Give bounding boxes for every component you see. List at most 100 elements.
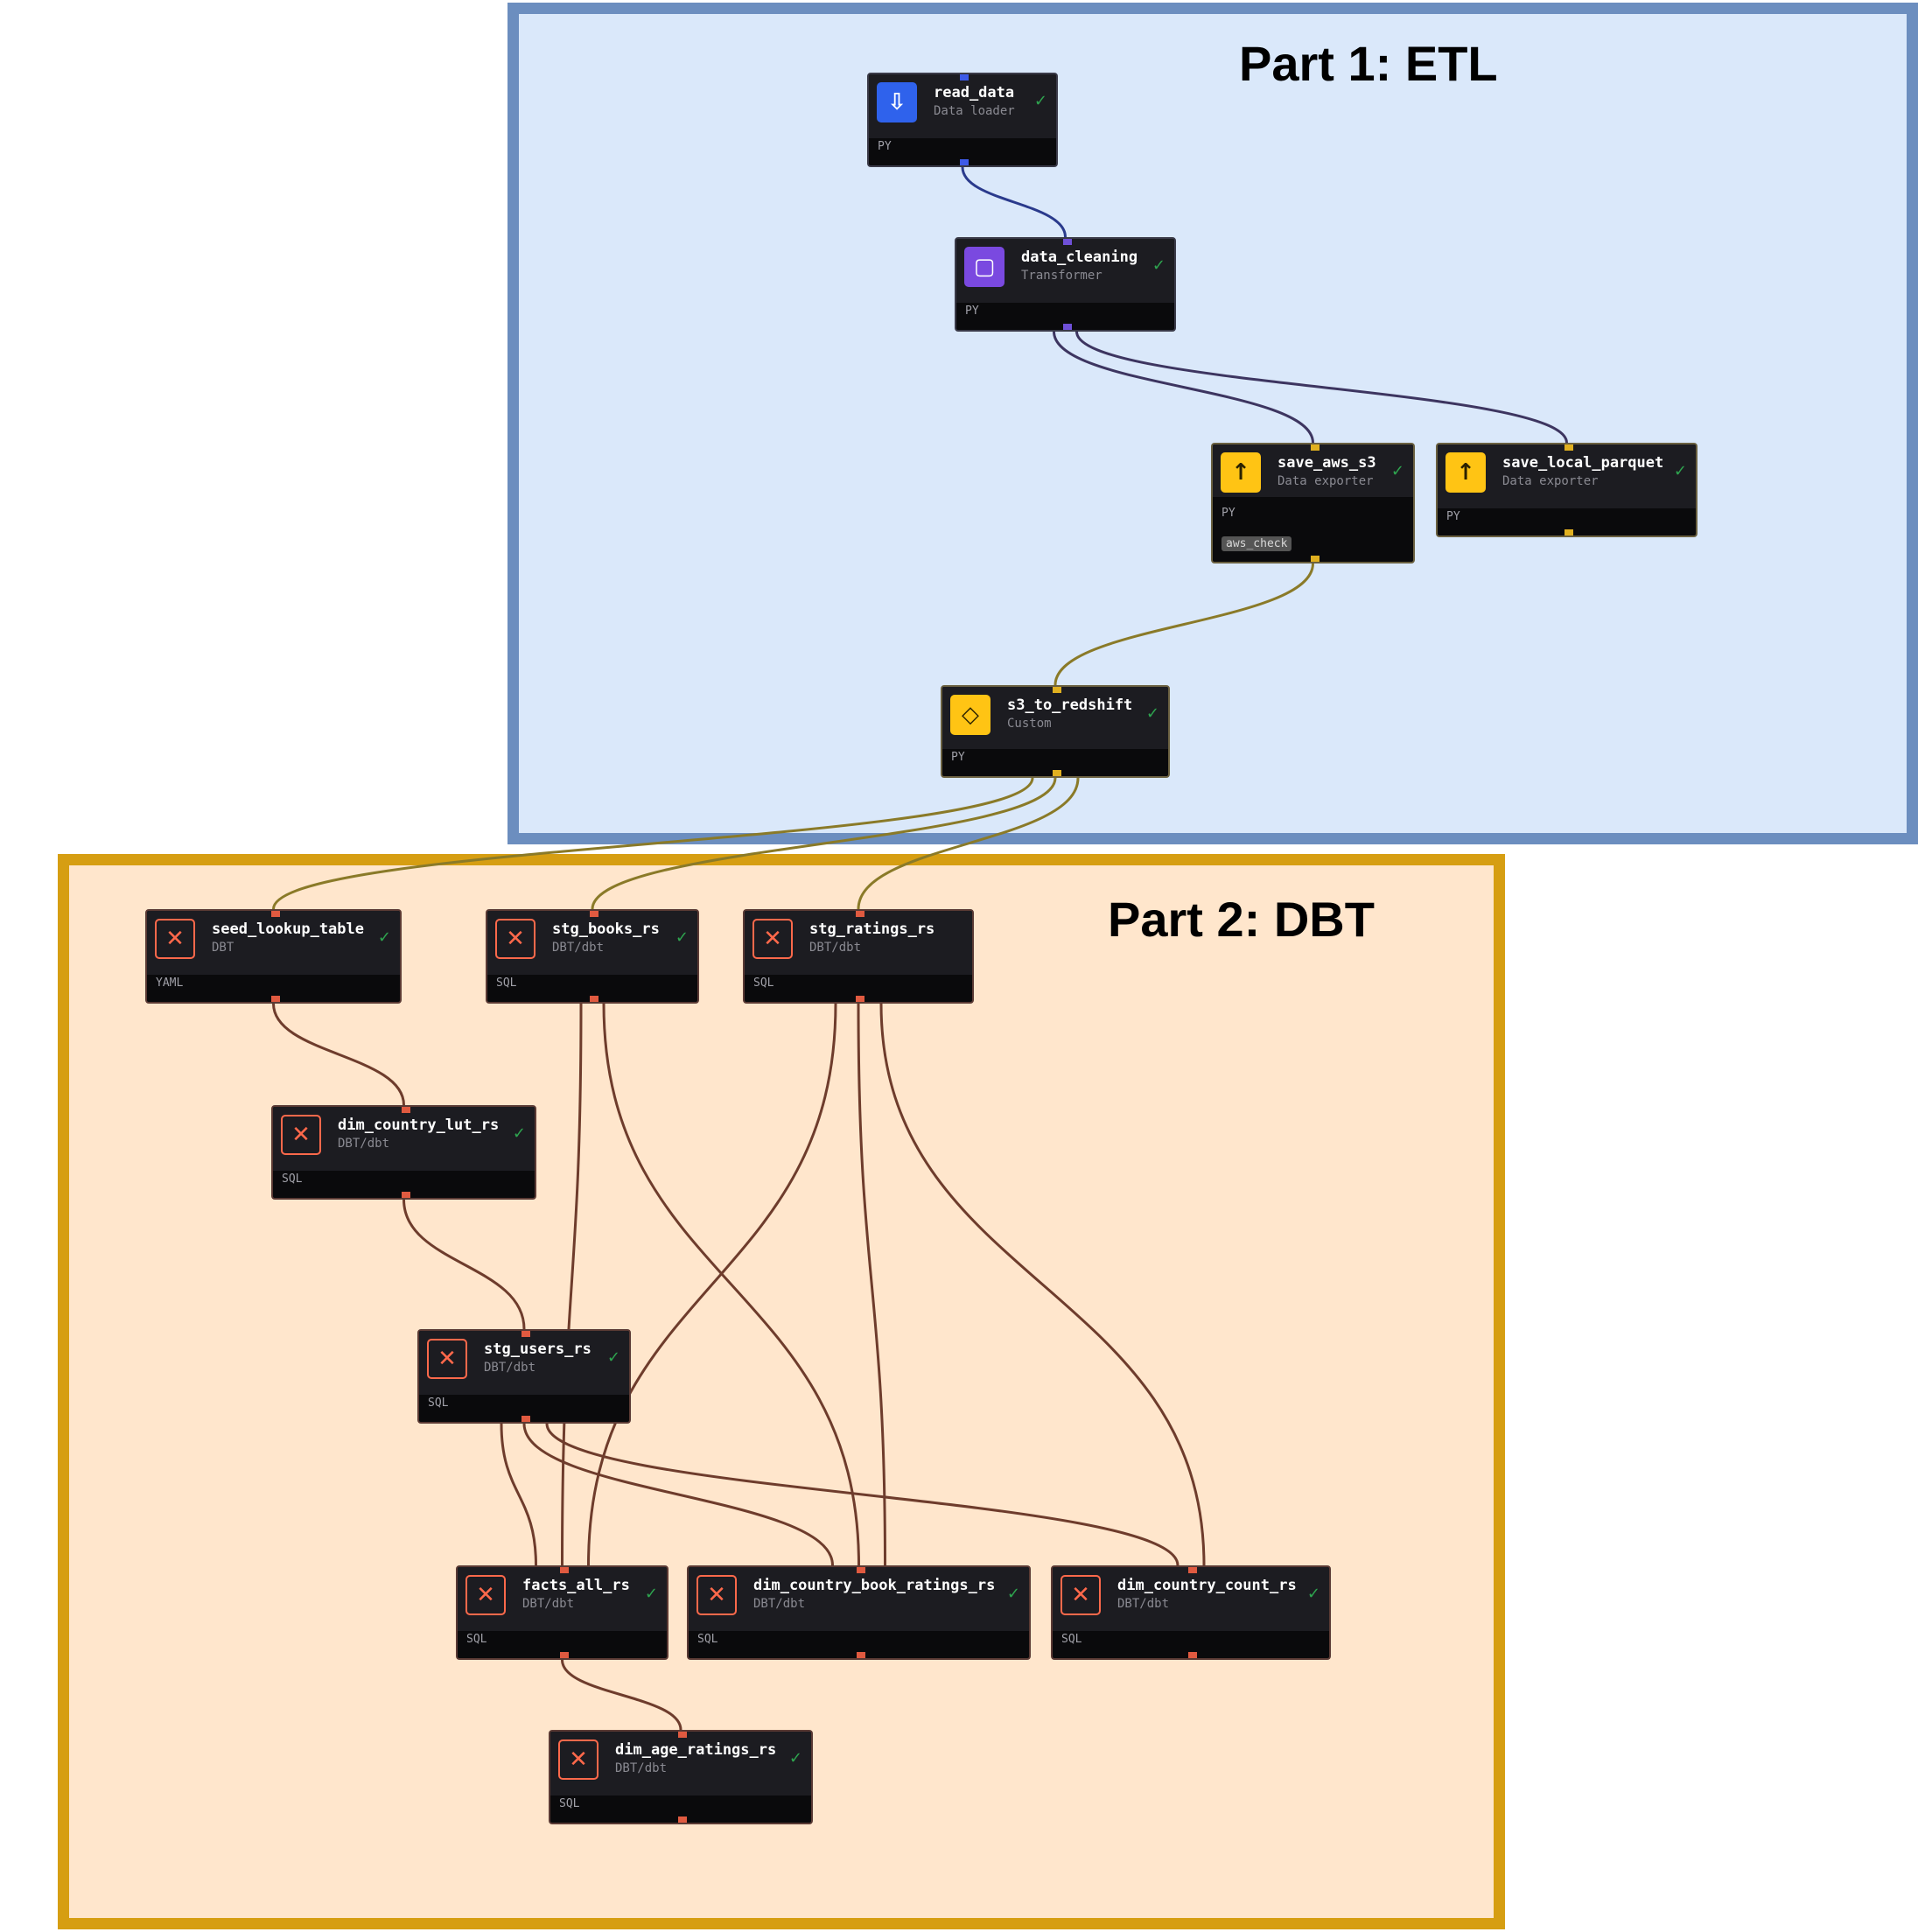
- input-port[interactable]: [1564, 444, 1573, 451]
- block-language: YAML: [156, 976, 184, 990]
- block-language: SQL: [496, 976, 517, 990]
- block-type: DBT/dbt: [1117, 1597, 1170, 1611]
- block-name: stg_users_rs: [484, 1340, 592, 1358]
- block-name: s3_to_redshift: [1007, 696, 1133, 714]
- block-language: PY: [951, 751, 965, 764]
- block-type: DBT: [212, 941, 234, 955]
- block-name: dim_country_book_ratings_rs: [753, 1577, 996, 1594]
- block-save-local-parquet[interactable]: ↑ save_local_parquet Data exporter ✓ PY: [1436, 443, 1698, 537]
- edge-data-cleaning-to-save-local-parquet: [1075, 331, 1568, 444]
- status-check-icon: ✓: [1306, 1585, 1320, 1603]
- status-check-icon: ✓: [1673, 462, 1687, 480]
- block-type: Custom: [1007, 717, 1052, 731]
- block-read-data[interactable]: ⇩ read_data Data loader ✓ PY: [867, 73, 1058, 167]
- output-port[interactable]: [1564, 529, 1573, 536]
- input-port[interactable]: [678, 1732, 687, 1738]
- edge-data-cleaning-to-save-aws-s3: [1053, 331, 1314, 444]
- block-stg-books-rs[interactable]: ✕ stg_books_rs DBT/dbt ✓ SQL: [486, 909, 699, 1004]
- input-port[interactable]: [856, 1567, 865, 1573]
- input-port[interactable]: [559, 1567, 569, 1573]
- block-stg-ratings-rs[interactable]: ✕ stg_ratings_rs DBT/dbt SQL: [743, 909, 974, 1004]
- block-type: Transformer: [1021, 269, 1102, 283]
- block-type: DBT/dbt: [809, 941, 862, 955]
- dbt-icon: ✕: [466, 1575, 506, 1615]
- output-port[interactable]: [960, 159, 969, 165]
- output-port[interactable]: [1062, 324, 1072, 330]
- block-type: DBT/dbt: [552, 941, 605, 955]
- status-check-icon: ✓: [1145, 704, 1159, 723]
- input-port[interactable]: [1310, 444, 1320, 451]
- status-check-icon: ✓: [512, 1124, 526, 1143]
- status-check-icon: ✓: [788, 1749, 802, 1768]
- block-type: Data loader: [934, 104, 1015, 118]
- block-type: DBT/dbt: [753, 1597, 806, 1611]
- block-name: facts_all_rs: [522, 1577, 630, 1594]
- edge-save-aws-s3-to-s3-to-redshift: [1054, 563, 1314, 686]
- block-language: PY: [1222, 507, 1236, 520]
- block-name: save_local_parquet: [1502, 454, 1664, 472]
- block-dim-age-ratings-rs[interactable]: ✕ dim_age_ratings_rs DBT/dbt ✓ SQL: [549, 1730, 813, 1824]
- block-header: [689, 1567, 1029, 1631]
- input-port[interactable]: [960, 74, 969, 80]
- block-s3-to-redshift[interactable]: ◇ s3_to_redshift Custom ✓ PY: [941, 685, 1170, 778]
- output-port[interactable]: [678, 1816, 687, 1823]
- edge-stg-ratings-rs-to-facts-all-rs: [587, 1003, 837, 1566]
- dbt-icon: ✕: [155, 919, 195, 959]
- edge-stg-users-rs-to-dim-country-count-rs: [545, 1423, 1180, 1566]
- output-port[interactable]: [1188, 1652, 1197, 1658]
- edge-seed-lookup-table-to-dim-country-lut-rs: [272, 1003, 405, 1106]
- output-port[interactable]: [270, 996, 280, 1002]
- data-loader-icon: ⇩: [877, 82, 917, 122]
- block-facts-all-rs[interactable]: ✕ facts_all_rs DBT/dbt ✓ SQL: [456, 1565, 668, 1660]
- block-data-cleaning[interactable]: ▢ data_cleaning Transformer ✓ PY: [955, 237, 1176, 332]
- input-port[interactable]: [590, 911, 598, 917]
- block-name: stg_ratings_rs: [809, 920, 935, 938]
- block-type: Data exporter: [1502, 474, 1599, 488]
- block-stg-users-rs[interactable]: ✕ stg_users_rs DBT/dbt ✓ SQL: [417, 1329, 631, 1424]
- output-port[interactable]: [522, 1416, 530, 1422]
- block-language: SQL: [753, 976, 774, 990]
- block-language: PY: [878, 140, 892, 153]
- edge-dim-country-lut-rs-to-stg-users-rs: [402, 1199, 526, 1330]
- block-name: read_data: [934, 84, 1015, 102]
- output-port[interactable]: [1053, 770, 1061, 776]
- block-save-aws-s3[interactable]: ↑ save_aws_s3 Data exporter ✓ PY aws_che…: [1211, 443, 1415, 564]
- output-port[interactable]: [1310, 556, 1320, 562]
- edge-stg-users-rs-to-dim-country-book-ratings-rs: [522, 1423, 834, 1566]
- output-port[interactable]: [856, 1652, 865, 1658]
- input-port[interactable]: [270, 911, 280, 917]
- block-tag[interactable]: aws_check: [1222, 536, 1292, 551]
- dbt-icon: ✕: [495, 919, 536, 959]
- output-port[interactable]: [559, 1652, 569, 1658]
- block-language: SQL: [1061, 1633, 1082, 1646]
- block-dim-country-book-ratings-rs[interactable]: ✕ dim_country_book_ratings_rs DBT/dbt ✓ …: [687, 1565, 1031, 1660]
- output-port[interactable]: [401, 1192, 410, 1198]
- edge-facts-all-rs-to-dim-age-ratings-rs: [561, 1659, 682, 1731]
- edge-s3-to-redshift-to-stg-books-rs: [591, 777, 1057, 910]
- input-port[interactable]: [522, 1331, 530, 1337]
- edge-stg-ratings-rs-to-dim-country-count-rs: [879, 1003, 1206, 1566]
- block-name: stg_books_rs: [552, 920, 660, 938]
- status-check-icon: ✓: [1033, 92, 1047, 110]
- output-port[interactable]: [590, 996, 598, 1002]
- edge-stg-ratings-rs-to-dim-country-book-ratings-rs: [857, 1003, 886, 1566]
- input-port[interactable]: [1062, 239, 1072, 245]
- block-name: seed_lookup_table: [212, 920, 364, 938]
- status-check-icon: ✓: [1152, 256, 1166, 275]
- region-title-dbt: Part 2: DBT: [1108, 892, 1375, 947]
- block-language: SQL: [282, 1172, 303, 1186]
- input-port[interactable]: [1053, 687, 1061, 693]
- block-type: DBT/dbt: [522, 1597, 575, 1611]
- block-dim-country-count-rs[interactable]: ✕ dim_country_count_rs DBT/dbt ✓ SQL: [1051, 1565, 1331, 1660]
- block-seed-lookup-table[interactable]: ✕ seed_lookup_table DBT ✓ YAML: [145, 909, 402, 1004]
- output-port[interactable]: [856, 996, 864, 1002]
- block-language: PY: [1446, 510, 1460, 523]
- input-port[interactable]: [856, 911, 864, 917]
- block-dim-country-lut-rs[interactable]: ✕ dim_country_lut_rs DBT/dbt ✓ SQL: [271, 1105, 536, 1200]
- input-port[interactable]: [401, 1107, 410, 1113]
- data-exporter-icon: ↑: [1446, 452, 1486, 493]
- dbt-icon: ✕: [1060, 1575, 1101, 1615]
- status-check-icon: ✓: [1006, 1585, 1020, 1603]
- input-port[interactable]: [1188, 1567, 1197, 1573]
